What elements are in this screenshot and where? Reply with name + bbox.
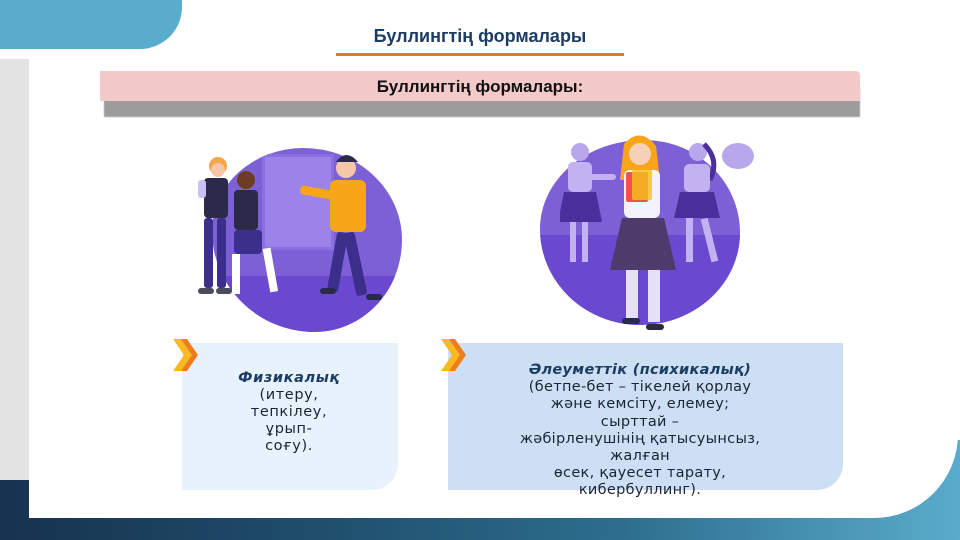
floor-shape bbox=[212, 276, 402, 332]
double-chevron-right-icon bbox=[441, 339, 466, 371]
social-bullying-text: Әлеуметтік (психикалық) (бетпе-бет – тік… bbox=[470, 362, 810, 500]
top-left-accent-tab bbox=[0, 0, 182, 49]
left-gray-strip bbox=[0, 59, 29, 480]
card-heading: Физикалық bbox=[238, 370, 340, 386]
fighting-students-figures bbox=[198, 155, 382, 300]
gossiping-girls-figures bbox=[560, 135, 720, 330]
physical-bullying-text: Физикалық (итеру, тепкілеу, ұрып- соғу). bbox=[215, 370, 363, 455]
section-banner bbox=[100, 71, 860, 101]
card-line: ұрып- bbox=[265, 421, 313, 437]
social-bullying-card bbox=[448, 343, 843, 490]
card-line: (бетпе-бет – тікелей қорлау bbox=[528, 379, 752, 396]
window-shape bbox=[262, 154, 334, 250]
speech-bubble-icon bbox=[722, 143, 754, 169]
card-line: (итеру, bbox=[259, 387, 319, 403]
card-line: кибербуллинг). bbox=[578, 482, 702, 499]
card-line: жалған bbox=[610, 448, 670, 465]
card-heading: Әлеуметтік (психикалық) bbox=[528, 362, 752, 378]
card-line: жәбірленушінің қатысуынсыз, bbox=[519, 430, 761, 447]
card-line: және кемсіту, елемеу; bbox=[550, 396, 730, 413]
card-line: өсек, қауесет тарату, bbox=[553, 465, 727, 482]
banner-heading: Буллингтің формалары: bbox=[376, 77, 584, 96]
double-chevron-right-icon bbox=[173, 339, 198, 371]
physical-bullying-card bbox=[182, 343, 398, 490]
page-title: Буллингтің формалары bbox=[373, 26, 587, 46]
card-line: соғу). bbox=[265, 438, 313, 454]
card-line: тепкілеу, bbox=[250, 404, 328, 420]
title-underline bbox=[336, 53, 624, 56]
card-line: сырттай – bbox=[600, 413, 680, 430]
